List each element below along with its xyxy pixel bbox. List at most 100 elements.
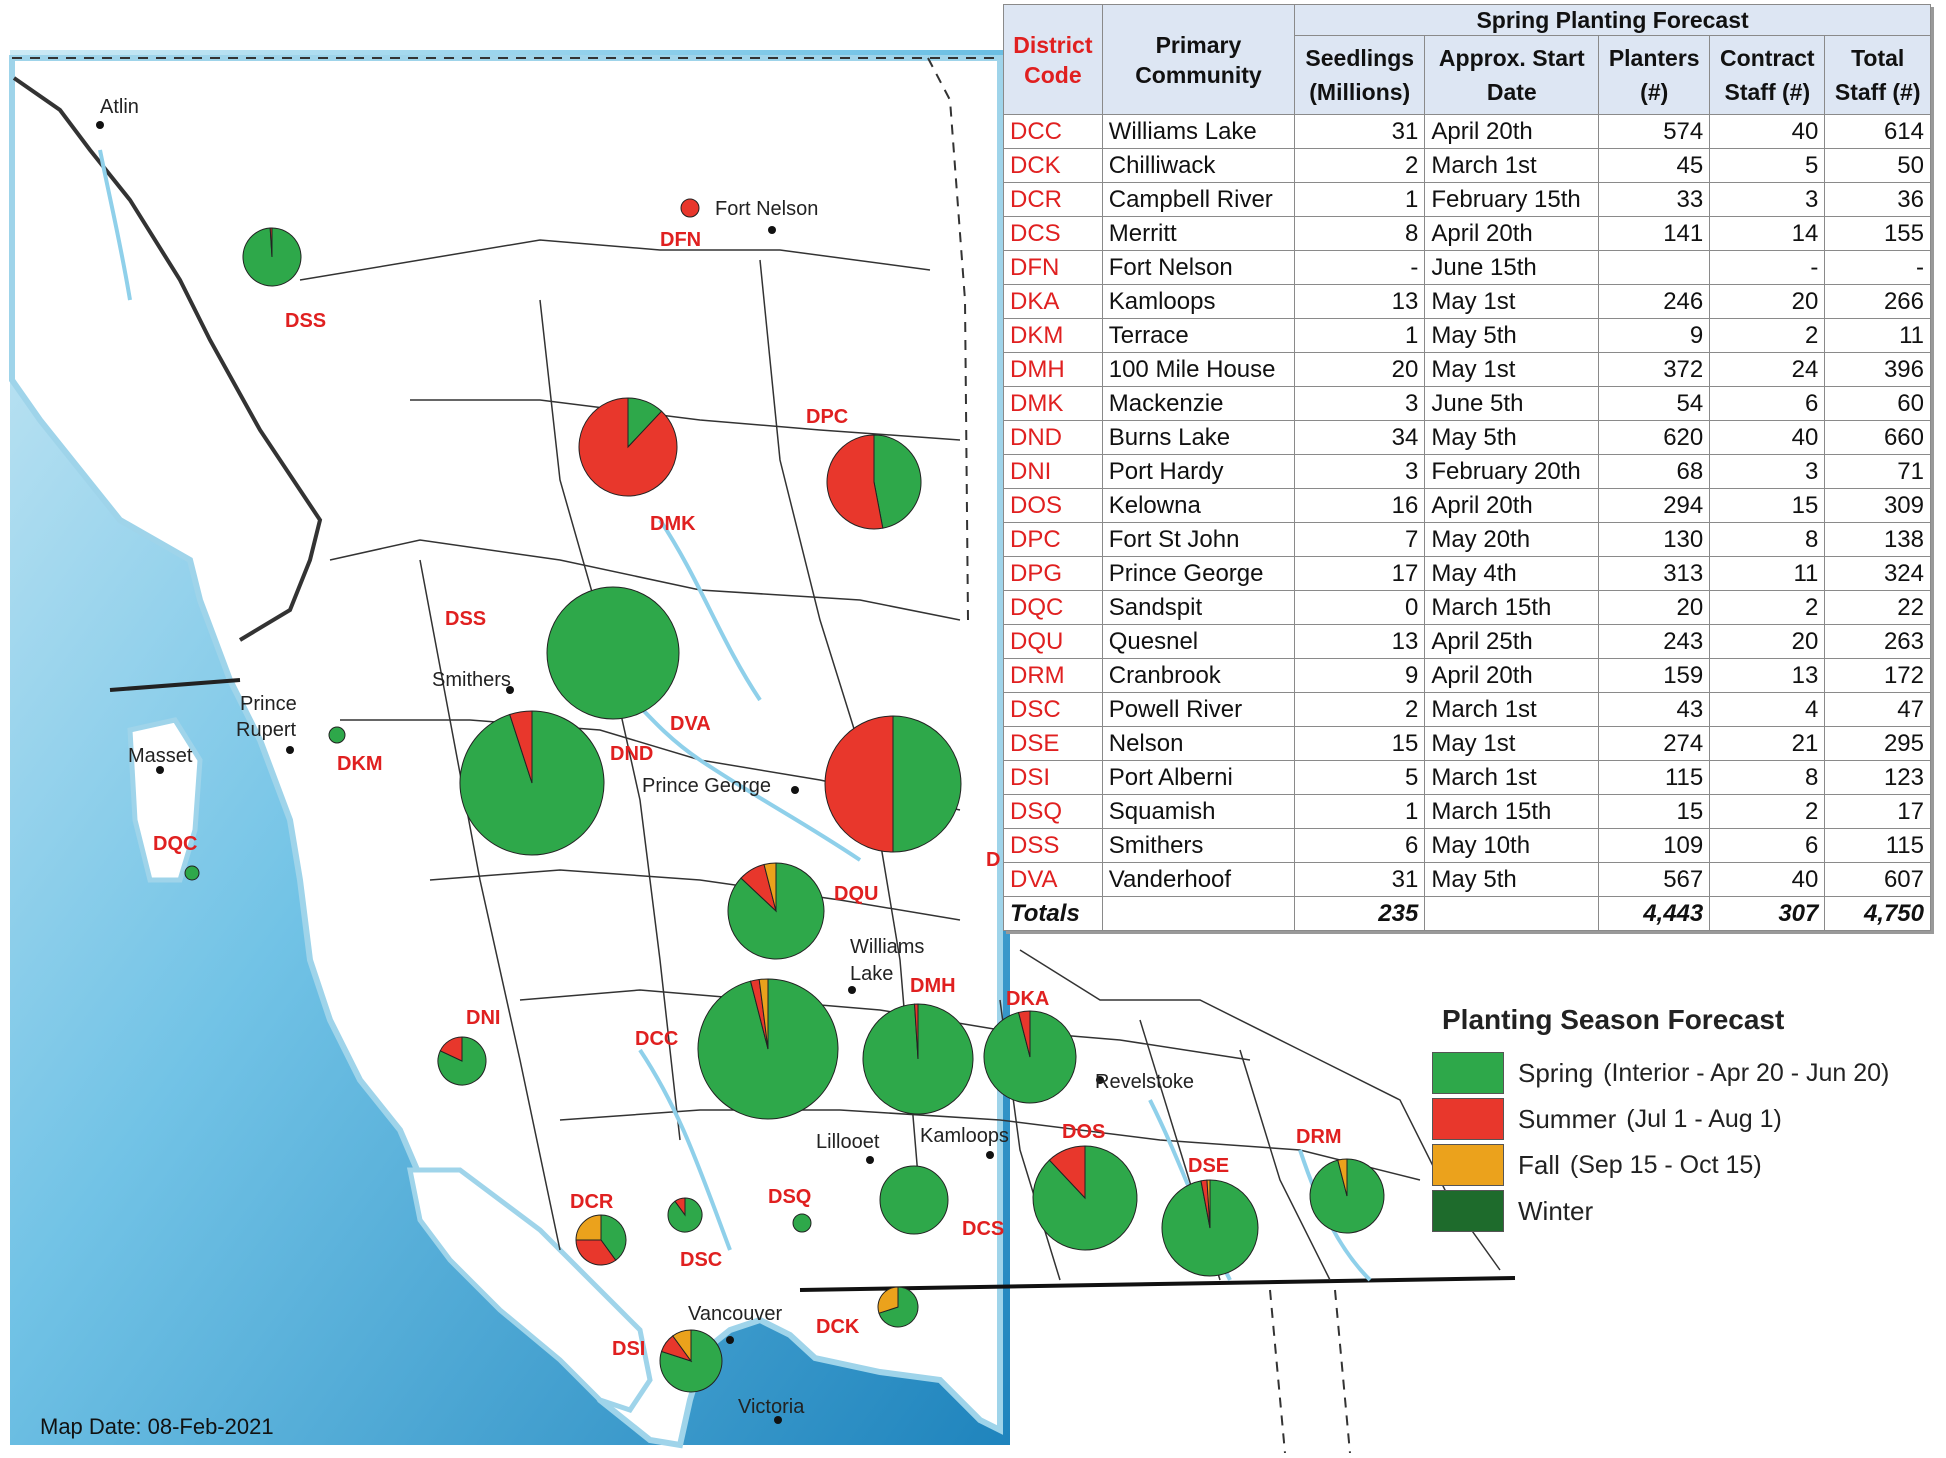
pie-slice-summer [575, 1239, 617, 1266]
table-cell: Squamish [1101, 794, 1296, 829]
pie-dss-north [242, 227, 302, 287]
table-cell: 7 [1294, 522, 1426, 557]
city-dot [848, 986, 856, 994]
pie-slice-summer [1048, 1145, 1086, 1200]
table-cell: 17 [1294, 556, 1426, 591]
table-cell: DCK [1003, 148, 1103, 183]
legend-term: Summer [1518, 1103, 1617, 1134]
district-label: DOS [1062, 1121, 1105, 1143]
pie-slice-spring [600, 1214, 627, 1261]
district-label: DFN [660, 229, 701, 251]
pie-dkm [328, 726, 346, 744]
table-cell: 307 [1709, 896, 1826, 931]
city-dot [986, 1151, 994, 1159]
table-cell: 20 [1598, 590, 1711, 625]
table-cell: DKA [1003, 284, 1103, 319]
table-cell: 8 [1709, 522, 1826, 557]
table-cell: Kamloops [1101, 284, 1296, 319]
legend-detail: (Sep 15 - Oct 15) [1569, 1150, 1762, 1179]
table-cell: 14 [1709, 216, 1826, 251]
pie-dfn [680, 198, 700, 218]
table-cell: 2 [1709, 318, 1826, 353]
table-cell: 3 [1294, 386, 1426, 421]
table-cell: 3 [1709, 454, 1826, 489]
legend-item: Fall(Sep 15 - Oct 15) [1432, 1142, 1932, 1188]
table-cell: 15 [1598, 794, 1711, 829]
table-cell: 263 [1824, 624, 1931, 659]
legend-term: Spring [1518, 1057, 1594, 1088]
pie-drm [1309, 1158, 1385, 1234]
legend-item: Spring(Interior - Apr 20 - Jun 20) [1432, 1050, 1932, 1096]
pie-slice-spring [659, 1329, 723, 1393]
table-cell: 1 [1294, 318, 1426, 353]
table-cell: 266 [1824, 284, 1931, 319]
legend-detail: (Jul 1 - Aug 1) [1626, 1104, 1782, 1133]
table-cell: 50 [1824, 148, 1931, 183]
district-label: DKA [1006, 988, 1049, 1010]
district-label: DND [610, 743, 653, 765]
table-cell: 1 [1294, 794, 1426, 829]
table-cell: Totals [1003, 896, 1103, 931]
legend-swatch [1432, 1144, 1504, 1186]
table-cell: June 5th [1424, 386, 1600, 421]
table-cell: DMH [1003, 352, 1103, 387]
legend-item: Summer (Jul 1 - Aug 1) [1432, 1096, 1932, 1142]
table-cell [1598, 250, 1711, 285]
district-label: DQU [834, 883, 878, 905]
legend-items: Spring(Interior - Apr 20 - Jun 20)Summer… [1432, 1050, 1932, 1234]
district-label: DCC [635, 1028, 678, 1050]
table-cell: 17 [1824, 794, 1931, 829]
table-cell: 20 [1709, 284, 1826, 319]
pie-slice-summer [824, 715, 894, 853]
table-cell: 172 [1824, 658, 1931, 693]
table-cell: DCR [1003, 182, 1103, 217]
table-cell: 6 [1709, 386, 1826, 421]
district-label: DQC [153, 833, 197, 855]
table-cell: 614 [1824, 114, 1931, 149]
table-cell: 54 [1598, 386, 1711, 421]
table-cell: DOS [1003, 488, 1103, 523]
table-cell: 123 [1824, 760, 1931, 795]
table-cell: 620 [1598, 420, 1711, 455]
table-cell: - [1709, 250, 1826, 285]
table-cell: 6 [1294, 828, 1426, 863]
map-date: Map Date: 08-Feb-2021 [40, 1414, 274, 1439]
table-cell: 567 [1598, 862, 1711, 897]
pie-slice-spring [546, 586, 680, 720]
table-cell: 31 [1294, 114, 1426, 149]
table-cell: 68 [1598, 454, 1711, 489]
table-cell: 109 [1598, 828, 1711, 863]
table-cell: 235 [1294, 896, 1426, 931]
table-cell: Terrace [1101, 318, 1296, 353]
table-cell: 40 [1709, 114, 1826, 149]
pie-slice-summer [674, 1197, 686, 1217]
district-label: DSS [445, 608, 486, 630]
us-state-lines [1269, 1289, 1351, 1454]
table-cell: 40 [1709, 862, 1826, 897]
table-cell: June 15th [1424, 250, 1600, 285]
city-dot [286, 746, 294, 754]
city-label: Williams [850, 936, 924, 958]
pie-slice-spring [879, 1165, 949, 1235]
table-cell: 3 [1709, 182, 1826, 217]
table-cell: Quesnel [1101, 624, 1296, 659]
district-label: DRM [1296, 1126, 1342, 1148]
table-cell: Campbell River [1101, 182, 1296, 217]
table-cell: 21 [1709, 726, 1826, 761]
table-cell: Port Hardy [1101, 454, 1296, 489]
table-cell: 100 Mile House [1101, 352, 1296, 387]
pie-dka [983, 1010, 1077, 1104]
table-cell: 60 [1824, 386, 1931, 421]
table-cell: 5 [1294, 760, 1426, 795]
city-label: Masset [128, 745, 193, 767]
table-cell: 2 [1294, 692, 1426, 727]
